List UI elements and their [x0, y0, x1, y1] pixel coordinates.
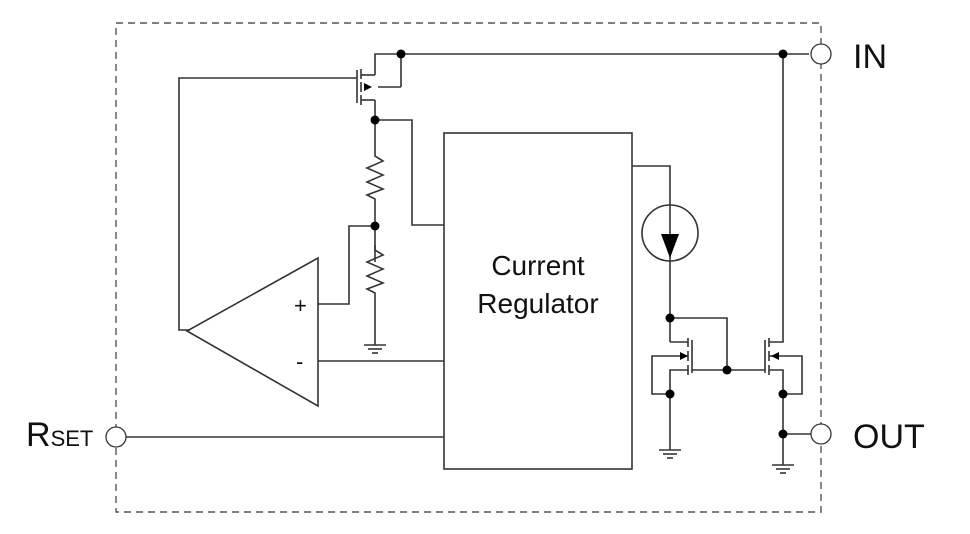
current-source-wire [632, 165, 671, 318]
out-pin[interactable] [810, 423, 832, 445]
ground-icon [659, 449, 681, 459]
current-mirror-reference-transistor [651, 317, 728, 450]
regulator-label-line2: Regulator [477, 288, 598, 319]
current-mirror-output-transistor [764, 338, 803, 465]
regulator-sense-wire [375, 119, 444, 226]
junction-nodes [370, 49, 788, 439]
gate-feedback-wire [178, 77, 357, 331]
current-arrow-icon [661, 234, 679, 258]
in-rail [374, 53, 809, 340]
current-source [641, 204, 699, 262]
pmos-pass-transistor [356, 69, 375, 105]
resistor-bottom [365, 245, 386, 345]
ground-icon [772, 464, 794, 474]
opamp-minus-label: - [296, 349, 303, 374]
divider-tap-wire [318, 225, 375, 305]
regulator-label-line1: Current [491, 250, 585, 281]
resistor-top [365, 150, 386, 262]
rset-pin[interactable] [105, 426, 127, 448]
opamp-plus-label: + [294, 293, 307, 318]
in-label: IN [853, 38, 887, 76]
rset-label: RSET [26, 416, 93, 454]
error-amplifier [185, 256, 319, 408]
current-regulator-block [443, 132, 633, 470]
package-boundary [115, 22, 822, 513]
ground-icon [364, 344, 386, 354]
out-label: OUT [853, 418, 925, 456]
in-pin[interactable] [810, 43, 832, 65]
body-arrow-icon [364, 83, 372, 91]
